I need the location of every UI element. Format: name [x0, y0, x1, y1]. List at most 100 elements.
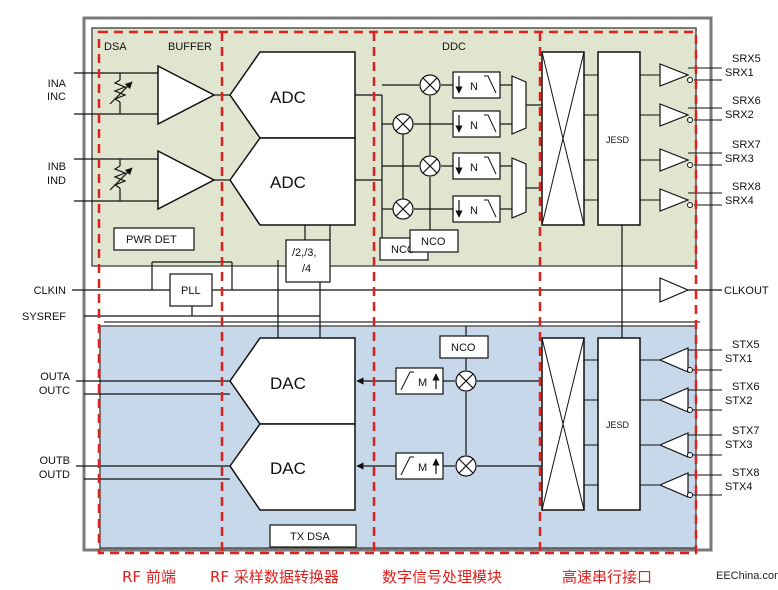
rx-serdes-driver-4	[659, 188, 693, 212]
section-label-rf-converter: RF 采样数据转换器	[210, 568, 339, 586]
decimation-filter-4: N	[452, 195, 501, 223]
rx-serdes-links	[640, 67, 722, 206]
rx-mixer-4	[392, 198, 414, 220]
svg-text:JESD: JESD	[606, 420, 630, 430]
pin-clkout: CLKOUT	[724, 285, 769, 297]
tx-serdes-receiver-3	[658, 432, 693, 458]
rx-mixer-2	[392, 113, 414, 135]
tx-dsa-block	[269, 524, 357, 548]
buffer-amp-b	[157, 149, 216, 211]
tx-serdes-receiver-1	[658, 347, 693, 373]
rx-serdes-driver-1	[659, 63, 693, 87]
pin-srx6: SRX6	[732, 95, 761, 107]
rx-serdes-driver-3	[659, 148, 693, 172]
pin-stx1: STX1	[725, 353, 753, 365]
svg-text:PLL: PLL	[181, 285, 201, 297]
tx-jesd	[597, 337, 641, 511]
pin-srx7: SRX7	[732, 139, 761, 151]
section-dividers	[97, 30, 698, 555]
svg-text:TX DSA: TX DSA	[290, 531, 330, 543]
pin-srx4: SRX4	[725, 195, 754, 207]
section-label-dsp: 数字信号处理模块	[382, 568, 503, 586]
dsa-label: DSA	[104, 41, 127, 53]
buffer-label: BUFFER	[168, 41, 212, 53]
svg-text:N: N	[470, 162, 478, 174]
tx-nco	[439, 335, 489, 359]
pin-stx8: STX8	[732, 467, 760, 479]
dac-label-a: DAC	[270, 374, 306, 393]
tx-serdes-links	[640, 349, 722, 496]
decimation-filter-3: N	[452, 152, 501, 180]
pin-ind: IND	[47, 175, 66, 187]
rx-jesd	[597, 51, 641, 226]
dac-label-b: DAC	[270, 459, 306, 478]
pin-srx2: SRX2	[725, 109, 754, 121]
pll-block	[169, 273, 213, 307]
rx-mux-2	[511, 157, 527, 219]
pin-clkin: CLKIN	[34, 285, 66, 297]
pin-outc: OUTC	[39, 385, 70, 397]
clock-divider-block	[285, 239, 331, 283]
tx-datapath	[356, 358, 542, 470]
tx-output-lines	[76, 380, 230, 480]
adc-label-a: ADC	[270, 88, 306, 107]
rx-mixer-1	[419, 74, 441, 96]
pin-stx7: STX7	[732, 425, 760, 437]
pin-outa: OUTA	[40, 371, 70, 383]
pin-stx6: STX6	[732, 381, 760, 393]
watermark: EEChina.com	[716, 570, 778, 582]
pwr-det-block	[113, 227, 195, 251]
svg-text:NCO: NCO	[421, 236, 446, 248]
clkout-driver	[659, 277, 690, 303]
section-label-serial: 高速串行接口	[562, 568, 653, 586]
pin-srx1: SRX1	[725, 67, 754, 79]
section-border	[97, 30, 698, 555]
tx-mixer-2	[455, 455, 477, 477]
ddc-routing	[355, 84, 542, 252]
pin-inc: INC	[47, 91, 66, 103]
svg-text:/2,/3,: /2,/3,	[292, 247, 316, 259]
pin-stx5: STX5	[732, 339, 760, 351]
svg-text:NCO: NCO	[451, 342, 476, 354]
svg-text:N: N	[470, 81, 478, 93]
rx-crossbar-links	[584, 74, 598, 201]
tx-crossbar-links	[584, 359, 598, 486]
svg-text:PWR DET: PWR DET	[126, 234, 177, 246]
svg-text:M: M	[418, 377, 427, 389]
pin-stx4: STX4	[725, 481, 753, 493]
interp-filter-1: M	[395, 367, 444, 395]
rx-panel	[91, 27, 697, 267]
dac-block-a	[229, 337, 356, 425]
pin-stx2: STX2	[725, 395, 753, 407]
pin-srx5: SRX5	[732, 53, 761, 65]
rx-mux-1	[511, 75, 527, 135]
rx-nco-2	[409, 229, 459, 253]
pin-outd: OUTD	[39, 469, 70, 481]
pin-srx3: SRX3	[725, 153, 754, 165]
tx-mixer-1	[455, 370, 477, 392]
buffer-amp-a	[157, 64, 216, 126]
decimation-filter-2: N	[452, 110, 501, 138]
rx-crossbar-x	[541, 51, 585, 226]
ddc-label: DDC	[442, 41, 466, 53]
svg-text:N: N	[470, 205, 478, 217]
clock-lines	[72, 225, 722, 338]
rx-input-lines	[74, 72, 230, 202]
svg-text:JESD: JESD	[606, 135, 630, 145]
dac-block-b	[229, 423, 356, 511]
tx-serdes-receiver-4	[658, 472, 693, 498]
pin-stx3: STX3	[725, 439, 753, 451]
svg-text:/4: /4	[302, 263, 311, 275]
decimation-filter-1: N	[452, 71, 501, 99]
rx-serdes-driver-2	[659, 103, 693, 127]
pin-ina: INA	[48, 78, 67, 90]
section-label-rf-front: RF 前端	[122, 568, 176, 586]
tx-crossbar-x	[541, 337, 585, 511]
pin-inb: INB	[48, 161, 66, 173]
tx-serdes-receiver-2	[658, 387, 693, 413]
dsa-attenuator-b	[109, 159, 133, 201]
tx-panel	[99, 325, 697, 549]
pin-srx8: SRX8	[732, 181, 761, 193]
pin-sysref: SYSREF	[22, 311, 66, 323]
